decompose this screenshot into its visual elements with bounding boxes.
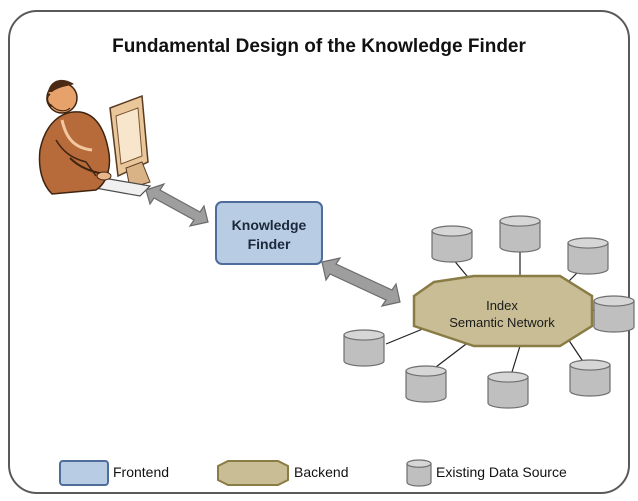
legend-data-source-label: Existing Data Source [436, 464, 567, 480]
finder-index-arrow [321, 257, 401, 307]
legend-frontend-swatch [59, 460, 109, 486]
data-source-cylinder-2 [499, 215, 541, 253]
knowledge-finder-label: Knowledge Finder [216, 216, 322, 254]
diagram-title: Fundamental Design of the Knowledge Find… [112, 36, 526, 57]
data-source-cylinder-1 [431, 225, 473, 263]
data-source-cylinder-4 [593, 295, 635, 333]
index-label: Index Semantic Network [442, 297, 562, 331]
data-source-cylinder-3 [567, 237, 609, 275]
knowledge-finder-label-line1: Knowledge [231, 217, 307, 233]
data-source-cylinder-5 [569, 359, 611, 397]
index-semantic-network-node [412, 274, 594, 348]
data-source-cylinder-8 [343, 329, 385, 367]
legend-backend-label: Backend [294, 464, 349, 480]
database-cylinder-icon [406, 459, 432, 487]
data-source-cylinder-7 [405, 365, 447, 403]
knowledge-finder-node [215, 201, 323, 265]
legend-data-source-swatch [406, 459, 432, 487]
knowledge-finder-label-line2: Finder [247, 236, 291, 252]
index-label-line2: Semantic Network [449, 315, 555, 330]
legend-frontend-label: Frontend [113, 464, 170, 480]
person-at-computer-icon [38, 79, 152, 197]
data-source-cylinder-6 [487, 371, 529, 409]
index-label-line1: Index [486, 298, 518, 313]
existing-data-sources [343, 215, 635, 409]
legend-backend-swatch [217, 460, 289, 486]
user-finder-arrow [145, 182, 209, 227]
